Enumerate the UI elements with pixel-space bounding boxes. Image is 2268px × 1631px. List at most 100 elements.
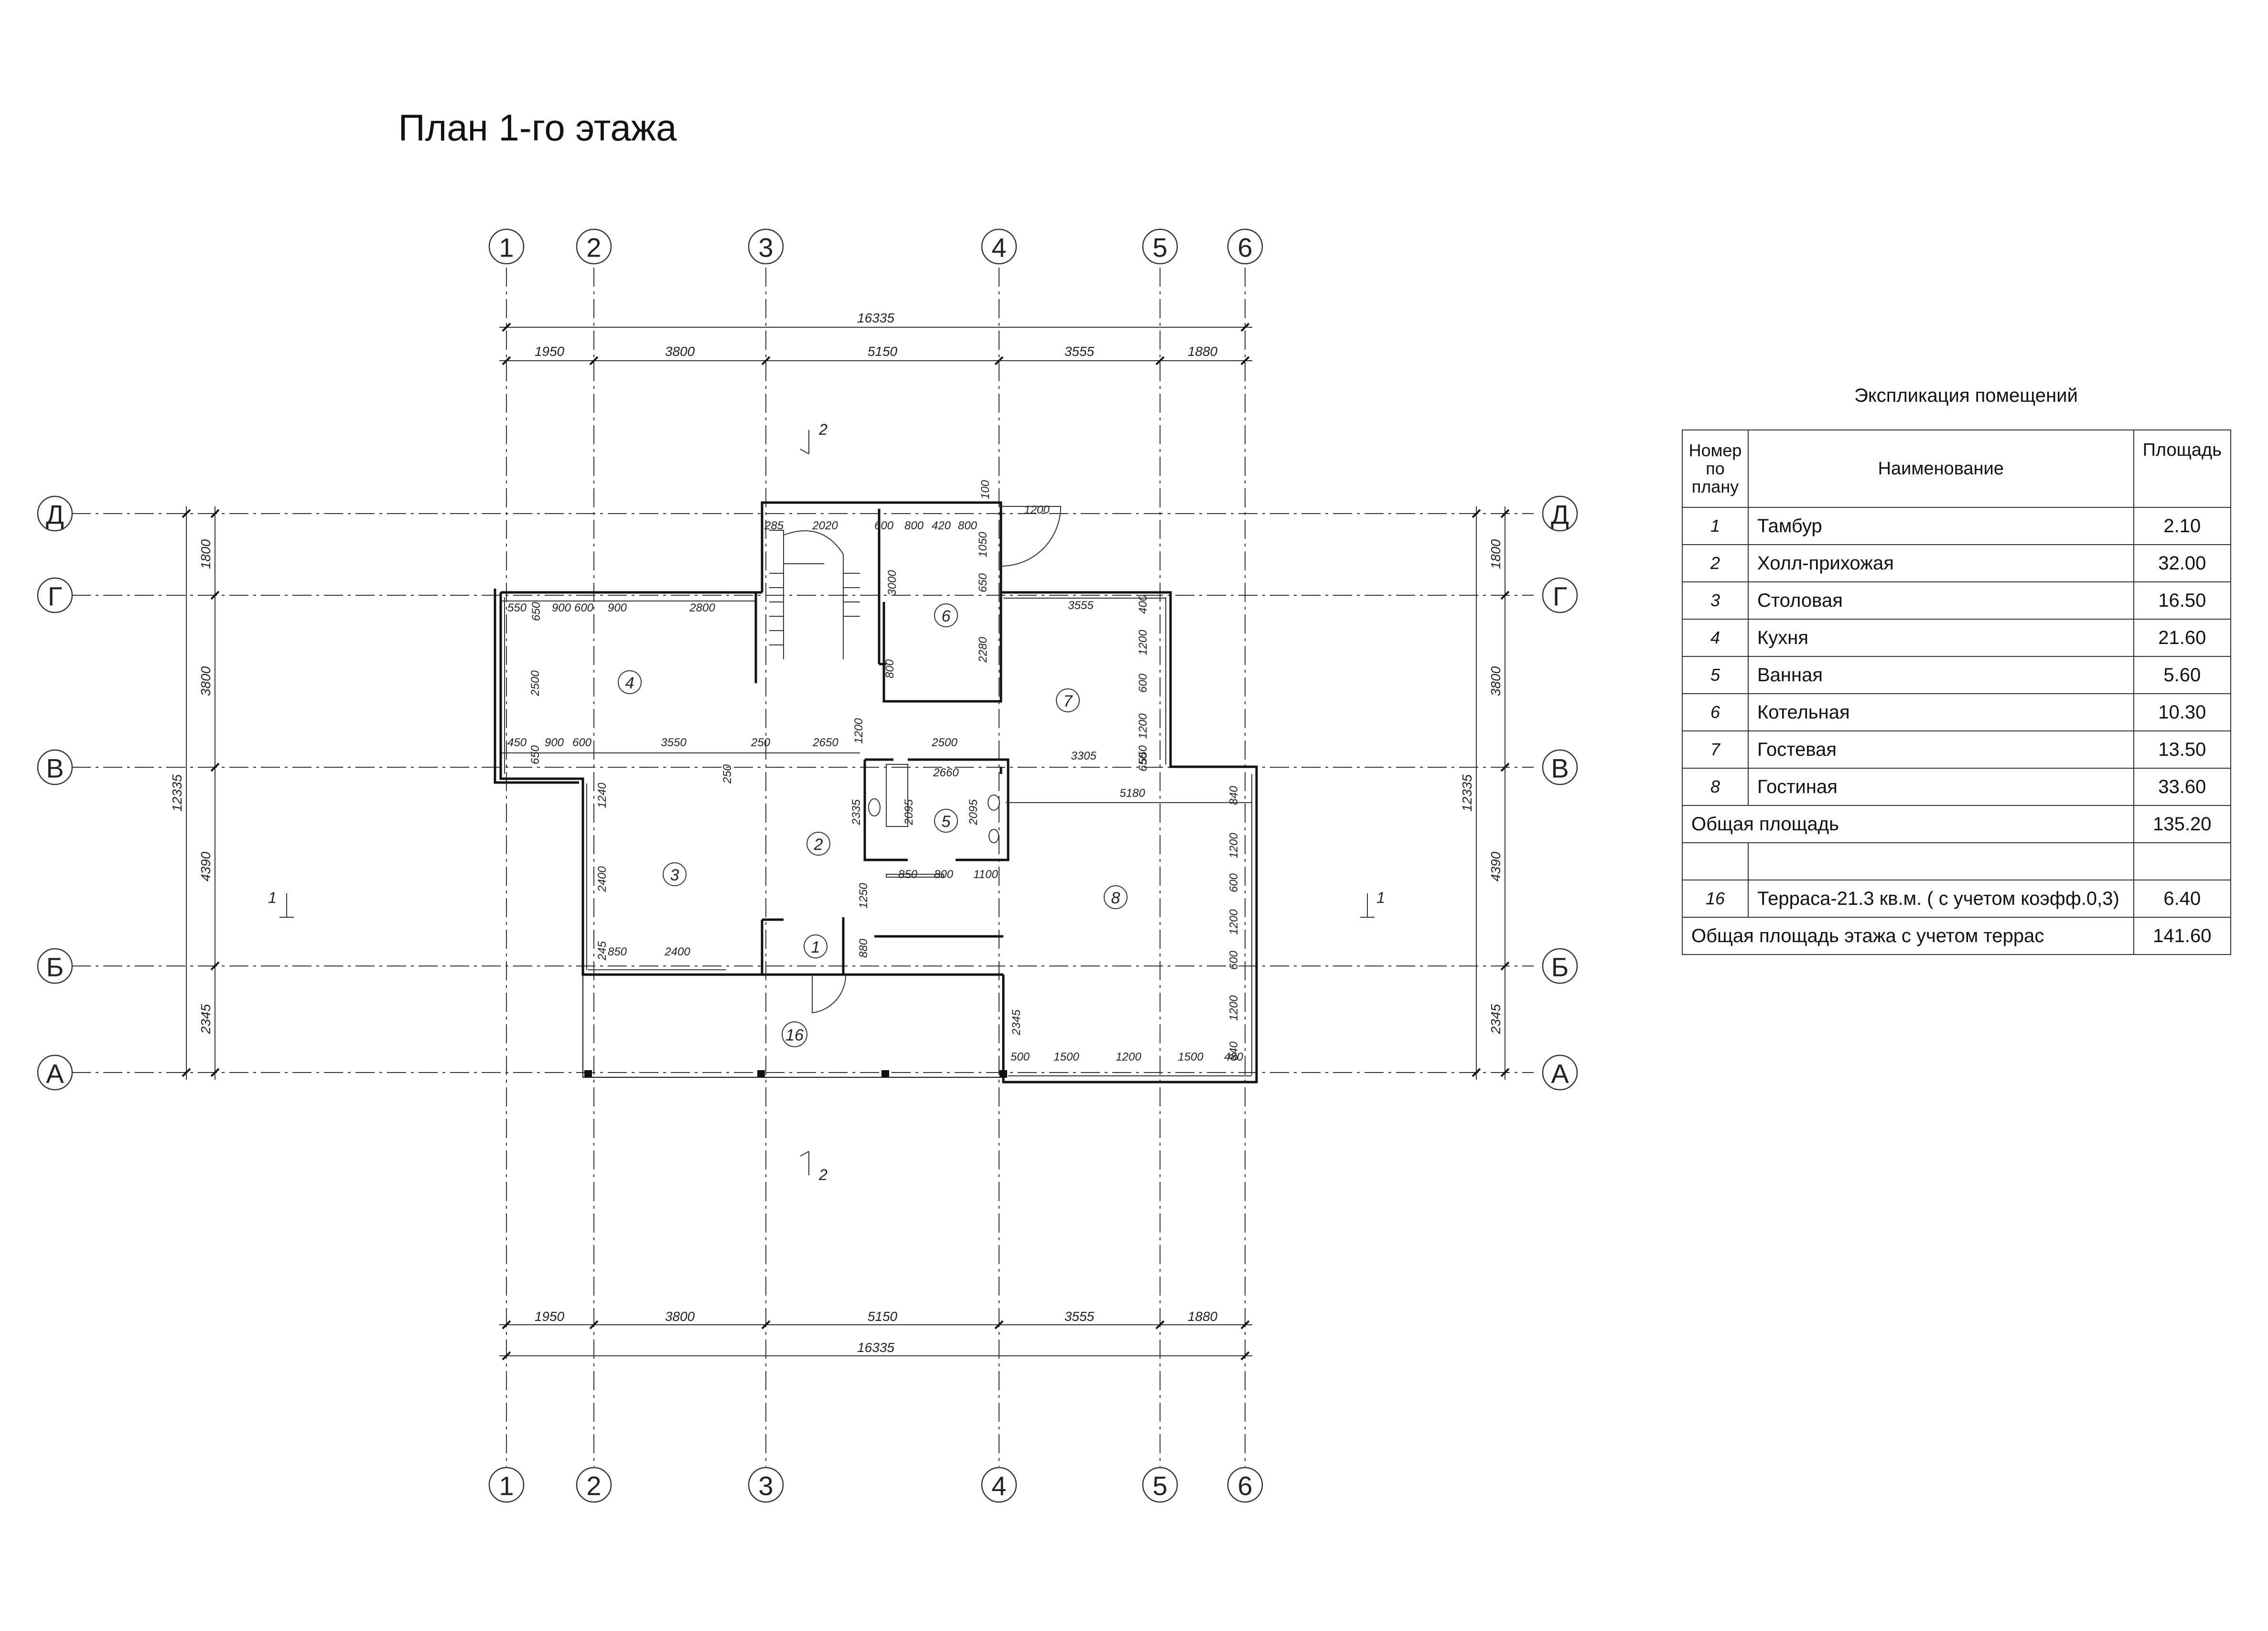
row-area: 10.30 <box>2133 693 2232 731</box>
inner-dim: 1500 <box>1053 1051 1079 1063</box>
room-label-7: 7 <box>1064 692 1073 710</box>
interior-lines <box>502 506 1252 1076</box>
section-markers <box>279 430 1375 1175</box>
axis-label-5-bottom: 5 <box>1152 1471 1167 1501</box>
dim-span-d-g-right: 1800 <box>1488 539 1503 569</box>
inner-dim: 900 <box>552 601 571 614</box>
row-name: Котельная <box>1748 693 2134 731</box>
inner-dim: 3000 <box>886 570 899 596</box>
axis-label-a-right: А <box>1551 1059 1569 1089</box>
row-area: 5.60 <box>2133 656 2232 694</box>
row-area: 32.00 <box>2133 544 2232 582</box>
inner-dim: 2335 <box>850 799 863 826</box>
axis-label-1-top: 1 <box>499 233 514 263</box>
inner-dim: 800 <box>904 519 924 532</box>
inner-dim: 800 <box>958 519 978 532</box>
inner-dim: 840 <box>1227 785 1240 805</box>
row-area: 33.60 <box>2133 768 2232 806</box>
inner-dim: 3550 <box>661 736 687 749</box>
building-walls <box>494 501 1258 1084</box>
total-area: 135.20 <box>2133 805 2232 843</box>
inner-dim: 285 <box>764 519 784 532</box>
axis-label-d-left: Д <box>46 500 64 530</box>
row-area: 16.50 <box>2133 581 2232 620</box>
room-label-3: 3 <box>670 866 679 884</box>
dim-span-v-b-left: 4390 <box>198 851 213 881</box>
inner-dim: 650 <box>530 601 543 621</box>
axis-label-3-top: 3 <box>758 233 773 263</box>
inner-dim: 550 <box>507 601 527 614</box>
inner-dim: 2095 <box>903 799 915 826</box>
axis-label-g-left: Г <box>48 581 62 612</box>
inner-dim: 2400 <box>664 945 690 958</box>
dim-span-b-a-right: 2345 <box>1488 1004 1503 1034</box>
inner-dim: 2400 <box>596 866 609 892</box>
inner-dim: 1050 <box>977 532 989 558</box>
inner-dim: 1250 <box>857 883 870 909</box>
inner-dim: 5180 <box>1119 787 1145 800</box>
row-area: 2.10 <box>2133 507 2232 545</box>
row-area: 21.60 <box>2133 619 2232 657</box>
axis-label-5-top: 5 <box>1152 233 1167 263</box>
room-label-6: 6 <box>942 607 951 625</box>
row-num: 6 <box>1682 693 1749 731</box>
inner-dim: 900 <box>608 601 627 614</box>
section-2-top: 2 <box>818 421 828 438</box>
room-label-4: 4 <box>625 674 634 692</box>
dim-span-5-6-top: 1880 <box>1188 344 1218 359</box>
explication-panel: Экспликация помещений Номер по плану Наи… <box>1682 385 2232 955</box>
header-name: Наименование <box>1748 429 2134 508</box>
dim-overall-height-right: 12335 <box>1460 774 1474 812</box>
inner-dim: 500 <box>1010 1051 1030 1063</box>
room-label-16: 16 <box>785 1026 804 1044</box>
inner-dim: 1200 <box>1024 504 1050 516</box>
total-label: Общая площадь <box>1682 805 2134 843</box>
empty-row <box>1682 842 2232 880</box>
row-area: 13.50 <box>2133 730 2232 769</box>
header-num: Номер по плану <box>1682 429 1749 508</box>
inner-dim: 600 <box>1227 873 1240 892</box>
axis-label-1-bottom: 1 <box>499 1471 514 1501</box>
row-name: Столовая <box>1748 581 2134 620</box>
inner-dim: 600 <box>574 601 594 614</box>
inner-dim: 1500 <box>1178 1051 1204 1063</box>
dim-span-b-a-left: 2345 <box>198 1004 213 1034</box>
inner-dim: 1200 <box>852 718 865 744</box>
row-name: Холл-прихожая <box>1748 544 2134 582</box>
terrace-area: 6.40 <box>2133 880 2232 918</box>
inner-dim: 2280 <box>977 637 989 663</box>
dim-overall-height-left: 12335 <box>170 774 184 812</box>
inner-dim: 245 <box>596 941 609 961</box>
axis-bubbles <box>37 228 1578 1503</box>
inner-dim: 650 <box>977 573 989 592</box>
inner-dim: 550 <box>1137 745 1150 764</box>
inner-dim: 600 <box>874 519 894 532</box>
dim-span-1-2-bottom: 1950 <box>535 1309 565 1324</box>
dimension-ticks <box>182 322 1510 1361</box>
room-label-8: 8 <box>1111 889 1120 907</box>
dim-span-g-v-right: 3800 <box>1488 666 1503 696</box>
inner-dim: 2500 <box>931 736 957 749</box>
dim-span-3-4-top: 5150 <box>868 344 898 359</box>
page-title: План 1-го этажа <box>398 107 677 149</box>
terrace-columns <box>584 1070 1007 1078</box>
inner-dim: 650 <box>529 745 542 764</box>
inner-dim: 840 <box>1227 1041 1240 1061</box>
inner-dim: 600 <box>1227 950 1240 970</box>
inner-dim: 400 <box>1137 594 1150 614</box>
inner-dim: 100 <box>979 480 992 499</box>
inner-dim: 2500 <box>529 670 542 697</box>
inner-dim: 3305 <box>1071 750 1096 762</box>
axis-label-a-left: А <box>46 1059 64 1089</box>
row-num: 8 <box>1682 768 1749 806</box>
axis-label-g-right: Г <box>1553 581 1567 612</box>
inner-dim: 250 <box>721 764 734 784</box>
room-bubbles <box>618 603 1128 1047</box>
axis-label-4-top: 4 <box>991 233 1006 263</box>
